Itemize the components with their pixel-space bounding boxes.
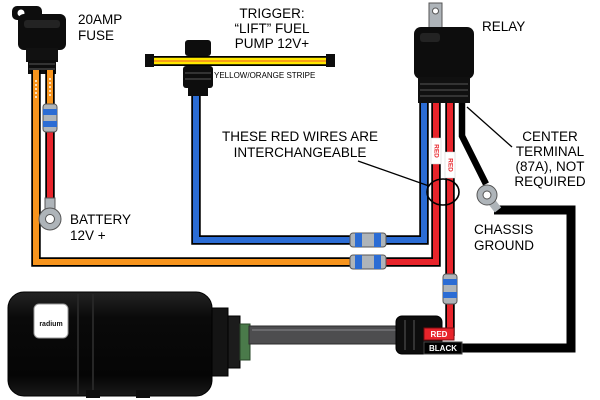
fuse-body [18,14,66,50]
tag-label: RED [431,330,448,339]
battery-label-line2: 12V + [70,228,106,243]
red-wire-marker: RED [444,151,456,179]
wire-end-cap [326,54,335,67]
red-wire-marker: RED [430,137,442,165]
connector-body [183,66,213,88]
butt-splice-trigger [349,232,387,248]
wire-end-cap [145,54,154,67]
splice-band [374,233,381,247]
relay-highlight [420,33,440,42]
tag-label: BLACK [429,344,457,353]
terminal-hole [45,214,55,224]
fuse-mid [26,48,58,62]
interchangeable-ellipse [426,178,460,206]
splice-band [43,109,57,115]
chassis-ground-label-line1: CHASSIS [474,222,533,237]
pump-hose [248,325,400,345]
interchangeable-leader-line [357,160,430,187]
pump-neck [211,307,229,377]
center-terminal-label-line2: TERMINAL [516,144,585,159]
butt-splice-supply [349,254,387,270]
fuse-label-line2: FUSE [78,28,114,43]
relay-label: RELAY [482,19,525,34]
marker-label: RED [432,144,439,158]
stripe-label: YELLOW/ORANGE STRIPE [214,71,315,80]
relay [414,2,474,103]
center-terminal-label-line1: CENTER [522,129,578,144]
splice-band [443,279,457,285]
connector-nose [188,88,208,96]
pump-logo: radium [39,321,62,328]
splice-band [374,255,381,269]
red-tag: RED [423,327,455,341]
black-tag: BLACK [423,341,463,355]
center-terminal-label-line3: (87A), NOT [515,159,584,174]
relay-coil-wire-blue [384,102,427,243]
chassis-ring-terminal [476,184,502,213]
marker-box [444,151,456,179]
spade-hole [432,7,439,15]
battery-ring-terminal [38,197,62,231]
marker-box [430,137,442,165]
splice-band [443,292,457,298]
trigger-label-line1: TRIGGER: [239,6,304,21]
tag-box [423,327,455,341]
tag-box [423,341,463,355]
splice-band [355,255,362,269]
splice-band [355,233,362,247]
splice-band [43,121,57,127]
relay-spade-terminal [428,2,443,30]
fuse-body-highlight [24,20,60,28]
ground-wire-black [444,205,576,353]
trigger-label-line2: “LIFT” FUEL [234,21,309,36]
fuse-label-line1: 20AMP [78,12,122,27]
pump-port [136,390,150,398]
marker-label: RED [446,158,453,172]
butt-splice-output [442,273,458,305]
trigger-label-line3: PUMP 12V+ [235,36,310,51]
pump-neck-step [227,315,241,369]
fuel-pump: radium [7,291,251,398]
trigger-connector [183,40,213,96]
trigger-wire-blue [193,94,352,243]
splice-barrel [442,273,458,305]
relay-ground-wire-black [458,101,489,186]
pump-logo-box [33,303,69,339]
splice-barrel [42,103,58,133]
battery-label-line1: BATTERY [70,212,131,227]
interchangeable-label-line1: THESE RED WIRES ARE [222,129,378,144]
terminal-hole [482,190,492,200]
center-terminal-leader-line [466,106,513,148]
chassis-ground-label-line2: GROUND [474,238,534,253]
interchangeable-label-line2: INTERCHANGEABLE [234,145,367,160]
pump-port [86,390,100,398]
center-terminal-label-line4: REQUIRED [514,174,586,189]
connector-cap [185,40,211,56]
butt-splice-battery [42,103,58,133]
fuse-to-relay-wire-orange [33,70,352,265]
